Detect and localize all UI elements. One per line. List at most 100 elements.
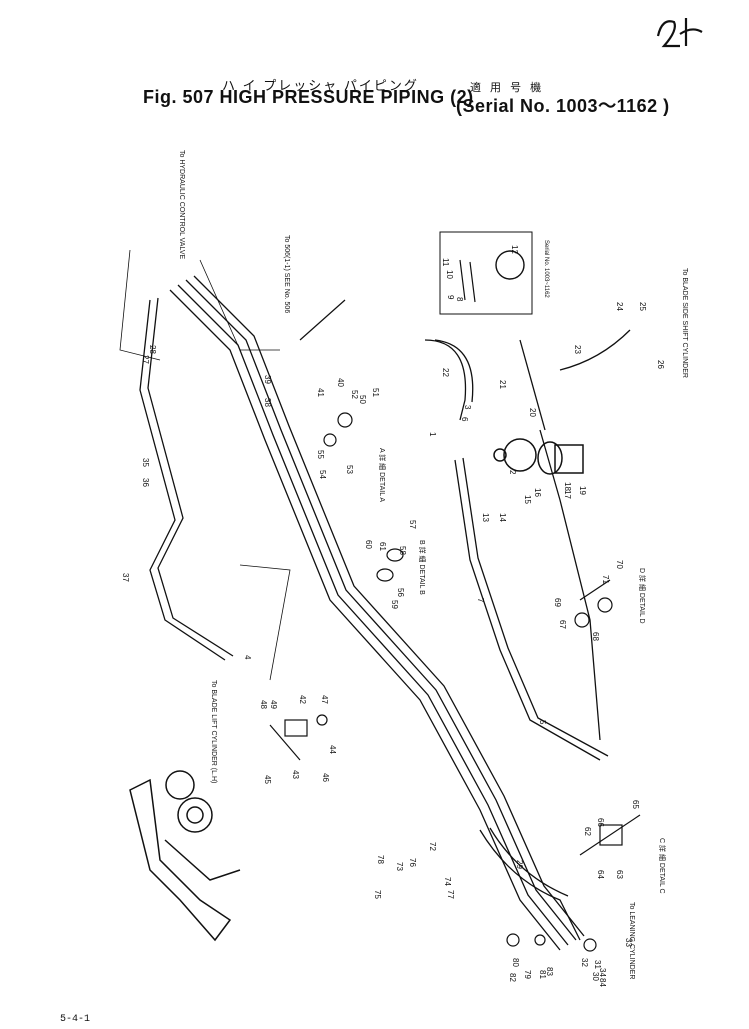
part-number-13: 13 [481,513,490,522]
part-number-3: 3 [463,405,472,410]
part-number-27: 27 [141,355,150,364]
part-number-73: 73 [395,862,404,871]
part-number-42: 42 [298,695,307,704]
detail-b-parts [376,548,404,582]
callout-see-506: To 506(1-1) SEE No. 506 [283,235,290,313]
part-number-68: 68 [591,632,600,641]
part-number-58: 58 [398,546,407,555]
part-number-52: 52 [350,390,359,399]
callout-detail-c: C 詳 細 DETAIL C [658,838,667,894]
part-number-17: 17 [563,490,572,499]
part-number-14: 14 [498,513,507,522]
part-number-37: 37 [121,573,130,582]
part-number-24: 24 [615,302,624,311]
part-number-84: 84 [598,978,607,987]
serial-range: (Serial No. 1003～1162 ) [456,96,670,116]
callout-detail-a: A 詳 細 DETAIL A [378,448,387,502]
part-number-64: 64 [596,870,605,879]
part-number-62: 62 [583,827,592,836]
figure-title: Fig. 507 HIGH PRESSURE PIPING (2) [143,87,474,107]
part-number-81: 81 [538,970,547,979]
serial-kanji: 適 用 号 機 [470,82,545,94]
part-number-66: 66 [596,818,605,827]
part-number-49: 49 [269,700,278,709]
part-number-61: 61 [378,542,387,551]
leaning-cylinder-fittings [506,933,597,952]
part-number-56: 56 [396,588,405,597]
part-number-76: 76 [408,858,417,867]
part-number-23: 23 [573,345,582,354]
part-number-8: 8 [455,297,464,302]
part-number-71: 71 [601,575,610,584]
part-number-33: 33 [624,938,633,947]
callout-detail-b: B 詳 細 DETAIL B [418,540,427,595]
part-number-15: 15 [523,495,532,504]
part-number-74: 74 [443,877,452,886]
part-number-10: 10 [445,270,454,279]
part-number-18: 18 [563,482,572,491]
part-number-57: 57 [408,520,417,529]
callout-leaning-cylinder: To LEANING CYLINDER [628,902,635,979]
serial-inset-label: Serial No. 1003~1162 [543,240,549,298]
callout-side-shift-cylinder: To BLADE SIDE SHIFT CYLINDER [681,268,688,378]
page-number: 5-4-1 [60,1014,91,1025]
part-number-26: 26 [656,360,665,369]
part-number-72: 72 [428,842,437,851]
part-number-21: 21 [498,380,507,389]
part-number-47: 47 [320,695,329,704]
part-number-48: 48 [259,700,268,709]
machine-sketch [129,770,241,942]
callout-lift-cylinder: To BLADE LIFT CYLINDER (L.H) [210,680,217,783]
callout-detail-d: D 詳 細 DETAIL D [638,568,647,624]
part-number-5: 5 [538,720,547,725]
detail-a-parts [299,299,353,447]
part-number-7: 7 [476,598,485,603]
part-number-32: 32 [580,958,589,967]
part-number-50: 50 [358,395,367,404]
title-kana: ハ イ プレッシャ パイピング [222,78,419,93]
part-number-4: 4 [243,655,252,660]
part-number-79: 79 [523,970,532,979]
part-number-11: 11 [441,258,450,267]
detail-c-parts [579,814,641,856]
part-number-67: 67 [558,620,567,629]
part-number-60: 60 [364,540,373,549]
part-number-29: 29 [515,860,524,869]
callout-labels: To HYDRAULIC CONTROL VALVE To BLADE SIDE… [178,150,688,979]
part-number-70: 70 [615,560,624,569]
detail-d-parts [574,579,613,628]
part-number-77: 77 [446,890,455,899]
part-number-80: 80 [511,958,520,967]
part-number-25: 25 [638,302,647,311]
lift-cylinder-fittings [269,714,328,761]
part-number-69: 69 [553,598,562,607]
part-number-6: 6 [460,417,469,422]
part-number-75: 75 [373,890,382,899]
part-number-83: 83 [545,967,554,976]
part-number-30: 30 [591,972,600,981]
part-number-63: 63 [615,870,624,879]
part-number-54: 54 [318,470,327,479]
part-number-20: 20 [528,408,537,417]
part-number-16: 16 [533,488,542,497]
part-number-41: 41 [316,388,325,397]
part-number-65: 65 [631,800,640,809]
part-number-43: 43 [291,770,300,779]
part-number-22: 22 [441,368,450,377]
pump-assembly [493,438,584,475]
part-number-78: 78 [376,855,385,864]
part-number-36: 36 [141,478,150,487]
part-number-28: 28 [148,345,157,354]
part-number-46: 46 [321,773,330,782]
part-number-39: 39 [263,375,272,384]
part-number-55: 55 [316,450,325,459]
part-number-59: 59 [390,600,399,609]
part-number-31: 31 [593,960,602,969]
part-number-9: 9 [446,295,455,300]
callout-control-valve: To HYDRAULIC CONTROL VALVE [178,150,185,260]
part-number-38: 38 [263,398,272,407]
part-number-12: 12 [510,245,519,254]
part-number-45: 45 [263,775,272,784]
